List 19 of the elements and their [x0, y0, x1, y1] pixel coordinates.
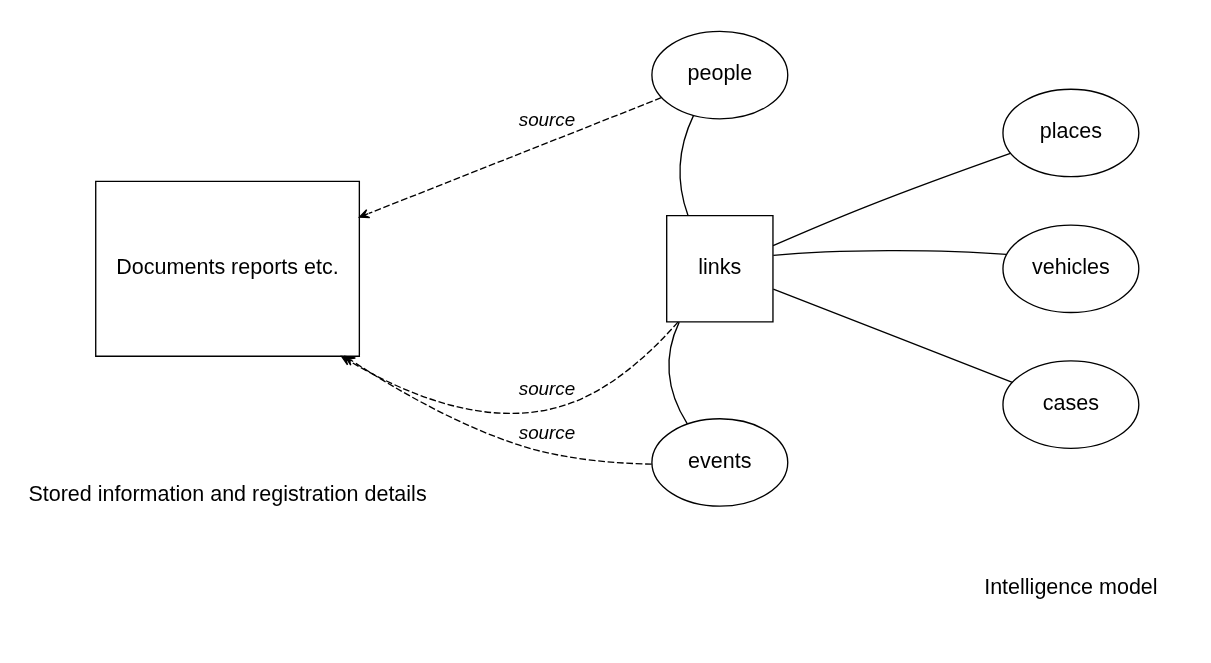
node-ellipse: places — [1002, 88, 1140, 177]
connector — [772, 152, 1012, 246]
edge-label: source — [518, 421, 576, 443]
connector — [668, 320, 688, 425]
connector — [679, 114, 695, 216]
label: Stored information and registration details — [28, 481, 427, 506]
connector — [772, 287, 1014, 383]
node-ellipse: people — [651, 30, 789, 119]
edge-label: source — [518, 108, 576, 130]
node-box: links — [666, 214, 774, 323]
arrow — [344, 355, 653, 465]
edge-label: source — [518, 377, 576, 399]
node-box: Documents reports etc. — [95, 180, 361, 357]
arrow — [358, 96, 662, 218]
label: Intelligence model — [984, 574, 1158, 599]
connector — [772, 249, 1008, 256]
node-ellipse: events — [651, 417, 789, 507]
node-ellipse: vehicles — [1002, 223, 1140, 313]
node-ellipse: cases — [1002, 359, 1140, 449]
